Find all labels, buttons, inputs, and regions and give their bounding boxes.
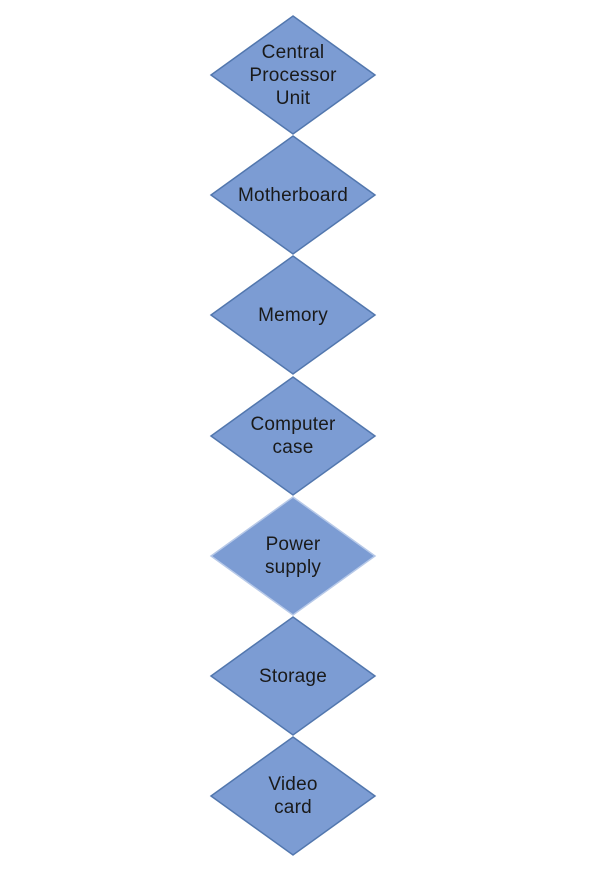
diamond-shape-icon <box>209 135 377 255</box>
diagram-node-motherboard[interactable]: Motherboard <box>209 135 377 255</box>
diamond-shape-icon <box>209 736 377 856</box>
diagram-node-power-supply[interactable]: Power supply <box>209 496 377 616</box>
diagram-node-computer-case[interactable]: Computer case <box>209 376 377 496</box>
diamond-shape-icon <box>209 376 377 496</box>
diamond-shape-icon <box>209 616 377 736</box>
diagram-node-memory[interactable]: Memory <box>209 255 377 375</box>
diagram-node-label: Storage <box>259 665 327 687</box>
diagram-node-label: Power supply <box>264 534 322 578</box>
diagram-node-label: Computer case <box>250 414 336 458</box>
diagram-node-label: Memory <box>258 304 328 326</box>
diagram-node-label: Central Processor Unit <box>249 41 337 109</box>
diamond-shape-icon <box>209 15 377 135</box>
diagram-node-storage[interactable]: Storage <box>209 616 377 736</box>
diagram-node-label: Video card <box>268 774 318 818</box>
diagram-node-label: Motherboard <box>238 184 348 206</box>
diagram-node-central-processor-unit[interactable]: Central Processor Unit <box>209 15 377 135</box>
diagram-node-video-card[interactable]: Video card <box>209 736 377 856</box>
diamond-shape-icon <box>209 255 377 375</box>
diamond-shape-icon <box>209 496 377 616</box>
